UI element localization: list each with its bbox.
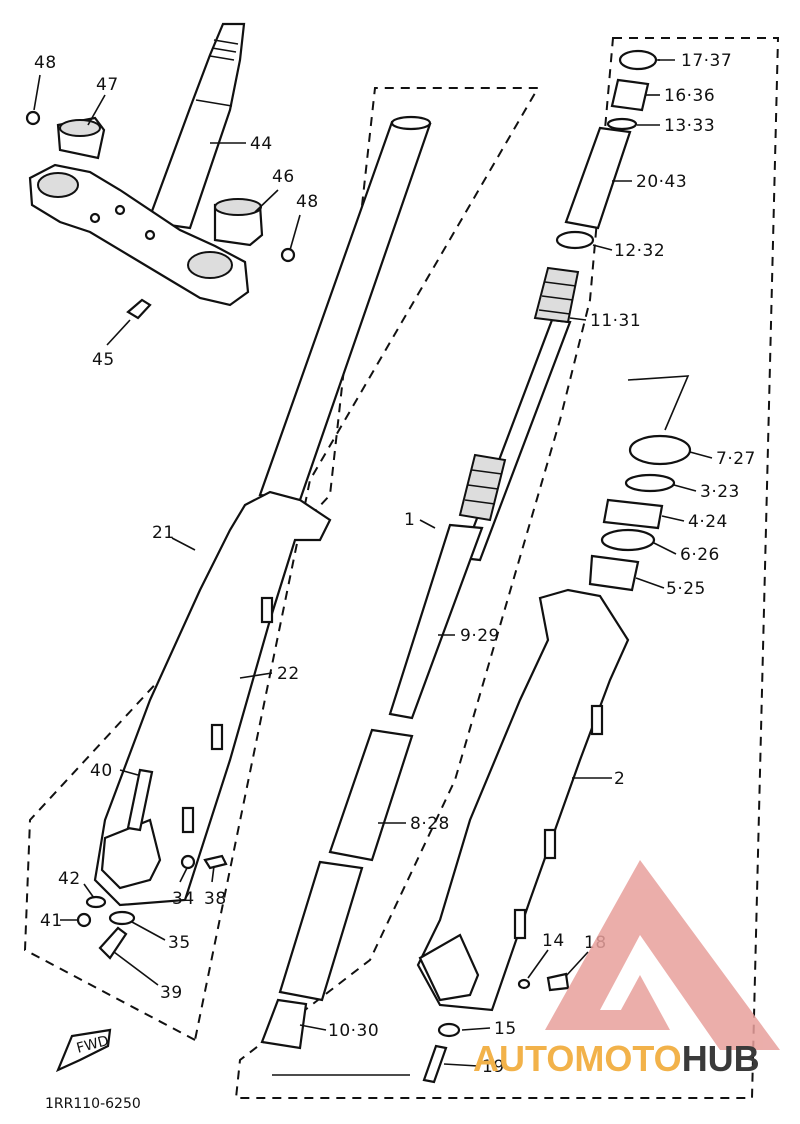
label-5-25: 5·25 [666, 579, 706, 599]
bolt-39 [98, 926, 128, 960]
label-22: 22 [277, 664, 300, 684]
lower-bracket [28, 163, 250, 307]
label-6-26: 6·26 [680, 545, 720, 565]
watermark-text: AUTOMOTOHUB [473, 1038, 760, 1079]
washer-34 [180, 854, 196, 870]
label-38: 38 [204, 889, 227, 909]
spacer-20 [564, 126, 632, 230]
bolt-18 [546, 972, 570, 992]
leader-lines [33, 59, 713, 1076]
rebound-spring-9 [388, 523, 484, 720]
label-20-43: 20·43 [636, 172, 687, 192]
oil-seal-4 [602, 498, 664, 530]
label-44: 44 [250, 134, 273, 154]
bolt-38 [203, 854, 228, 870]
clip-3 [624, 473, 676, 493]
nut-41 [76, 912, 92, 928]
washer-15 [437, 1022, 461, 1038]
label-48a: 48 [34, 53, 57, 73]
label-1: 1 [404, 510, 415, 530]
cap-16 [610, 78, 650, 112]
label-7-27: 7·27 [716, 449, 756, 469]
bolt-45 [126, 298, 152, 320]
upper-clamp-46 [213, 198, 264, 247]
cylinder-8 [328, 728, 414, 862]
label-39: 39 [160, 983, 183, 1003]
label-34: 34 [172, 889, 195, 909]
label-47: 47 [96, 75, 119, 95]
label-17-37: 17·37 [681, 51, 732, 71]
label-15: 15 [494, 1019, 517, 1039]
label-21: 21 [152, 523, 175, 543]
watermark-moto: MOTO [574, 1038, 681, 1079]
label-13-33: 13·33 [664, 116, 715, 136]
label-14: 14 [542, 931, 565, 951]
fwd-arrow: FWD [55, 1028, 112, 1073]
steering-stem [146, 22, 246, 230]
cap-bolt-17 [618, 49, 658, 71]
upper-clamp-47 [56, 116, 106, 160]
outer-tube-right [416, 588, 630, 1012]
label-9-29: 9·29 [460, 626, 500, 646]
dust-seal-7 [628, 434, 692, 466]
label-35: 35 [168, 933, 191, 953]
seat-12 [555, 230, 595, 250]
bushing-5 [588, 554, 640, 592]
spring-11 [533, 266, 580, 324]
label-45: 45 [92, 350, 115, 370]
label-40: 40 [90, 761, 113, 781]
tube-inner-10-lower [278, 860, 364, 1002]
label-12-32: 12·32 [614, 241, 665, 261]
label-42: 42 [58, 869, 81, 889]
label-48b: 48 [296, 192, 319, 212]
o-ring-13 [606, 117, 638, 131]
watermark-auto: AUTO [473, 1038, 574, 1079]
bolt-40 [126, 768, 154, 832]
label-4-24: 4·24 [688, 512, 728, 532]
label-46: 46 [272, 167, 295, 187]
label-11-31: 11·31 [590, 311, 641, 331]
washer-35 [108, 910, 136, 926]
bolt-48a [25, 110, 41, 126]
label-16-36: 16·36 [664, 86, 715, 106]
outer-tube-left [93, 490, 332, 907]
label-2: 2 [614, 769, 625, 789]
watermark-logo [545, 860, 780, 1050]
oil-lock-10 [260, 998, 308, 1050]
bolt-19 [422, 1044, 448, 1084]
label-41: 41 [40, 911, 63, 931]
watermark-hub: HUB [682, 1038, 760, 1079]
group-outline-left-fork [23, 87, 540, 1042]
label-10-30: 10·30 [328, 1021, 379, 1041]
washer-14 [517, 978, 531, 990]
washer-42 [85, 895, 107, 909]
diagram-code: 1RR110-6250 [45, 1096, 141, 1112]
washer-6 [600, 528, 656, 552]
label-8-28: 8·28 [410, 814, 450, 834]
label-19: 19 [482, 1057, 505, 1077]
label-3-23: 3·23 [700, 482, 740, 502]
bolt-48b [280, 247, 296, 263]
